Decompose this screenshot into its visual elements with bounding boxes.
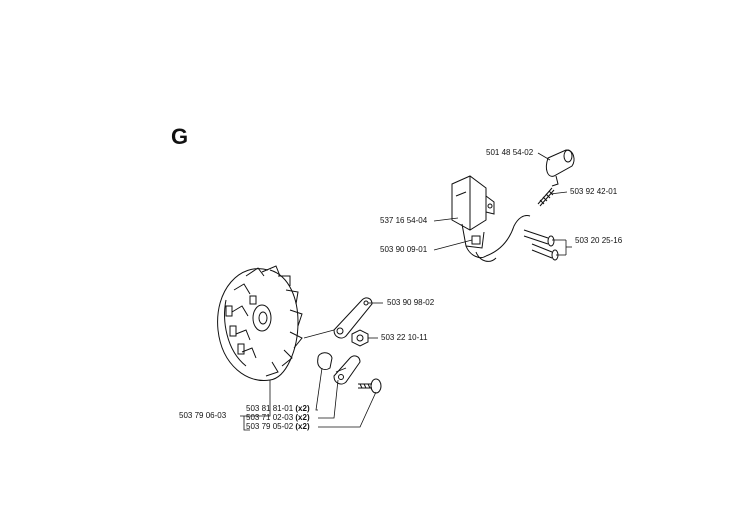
pawl-drawing bbox=[333, 355, 361, 385]
part-label-pawl: 503 71 02-03 (x2) bbox=[246, 413, 310, 423]
quantity: (x2) bbox=[295, 413, 310, 422]
spring-drawing bbox=[537, 187, 555, 207]
part-label-pawl-arm: 503 90 98-02 bbox=[387, 298, 435, 307]
nut-drawing bbox=[351, 329, 369, 347]
spring-clip-drawing bbox=[317, 352, 333, 371]
part-label-flywheel-nut: 503 22 10-11 bbox=[381, 333, 428, 342]
part-number: 503 79 05-02 bbox=[246, 422, 294, 431]
flywheel-drawing bbox=[217, 265, 303, 382]
spark-plug-cap-drawing bbox=[545, 149, 575, 187]
bolt-drawing bbox=[358, 378, 382, 394]
part-label-ignition-module: 537 16 54-04 bbox=[380, 216, 428, 225]
part-label-cable-clip: 503 90 09-01 bbox=[380, 245, 428, 254]
quantity: (x2) bbox=[295, 422, 310, 431]
part-number: 503 71 02-03 bbox=[246, 413, 294, 422]
part-label-pawl-bolt: 503 79 05-02 (x2) bbox=[246, 422, 310, 432]
quantity: (x2) bbox=[295, 404, 310, 413]
part-label-screws: 503 20 25-16 bbox=[575, 236, 623, 245]
part-label-flywheel: 503 79 06-03 bbox=[179, 411, 227, 420]
leader-lines bbox=[240, 152, 572, 431]
section-letter: G bbox=[171, 124, 189, 149]
part-label-pawl-spring: 503 81 81-01 (x2) bbox=[246, 404, 310, 414]
part-number: 503 81 81-01 bbox=[246, 404, 294, 413]
screws-drawing bbox=[523, 229, 559, 261]
part-label-spring: 503 92 42-01 bbox=[570, 187, 618, 196]
pawl-arm-drawing bbox=[333, 297, 373, 339]
part-label-spark-plug-cap: 501 48 54-02 bbox=[486, 148, 534, 157]
ignition-module-drawing bbox=[451, 175, 531, 262]
